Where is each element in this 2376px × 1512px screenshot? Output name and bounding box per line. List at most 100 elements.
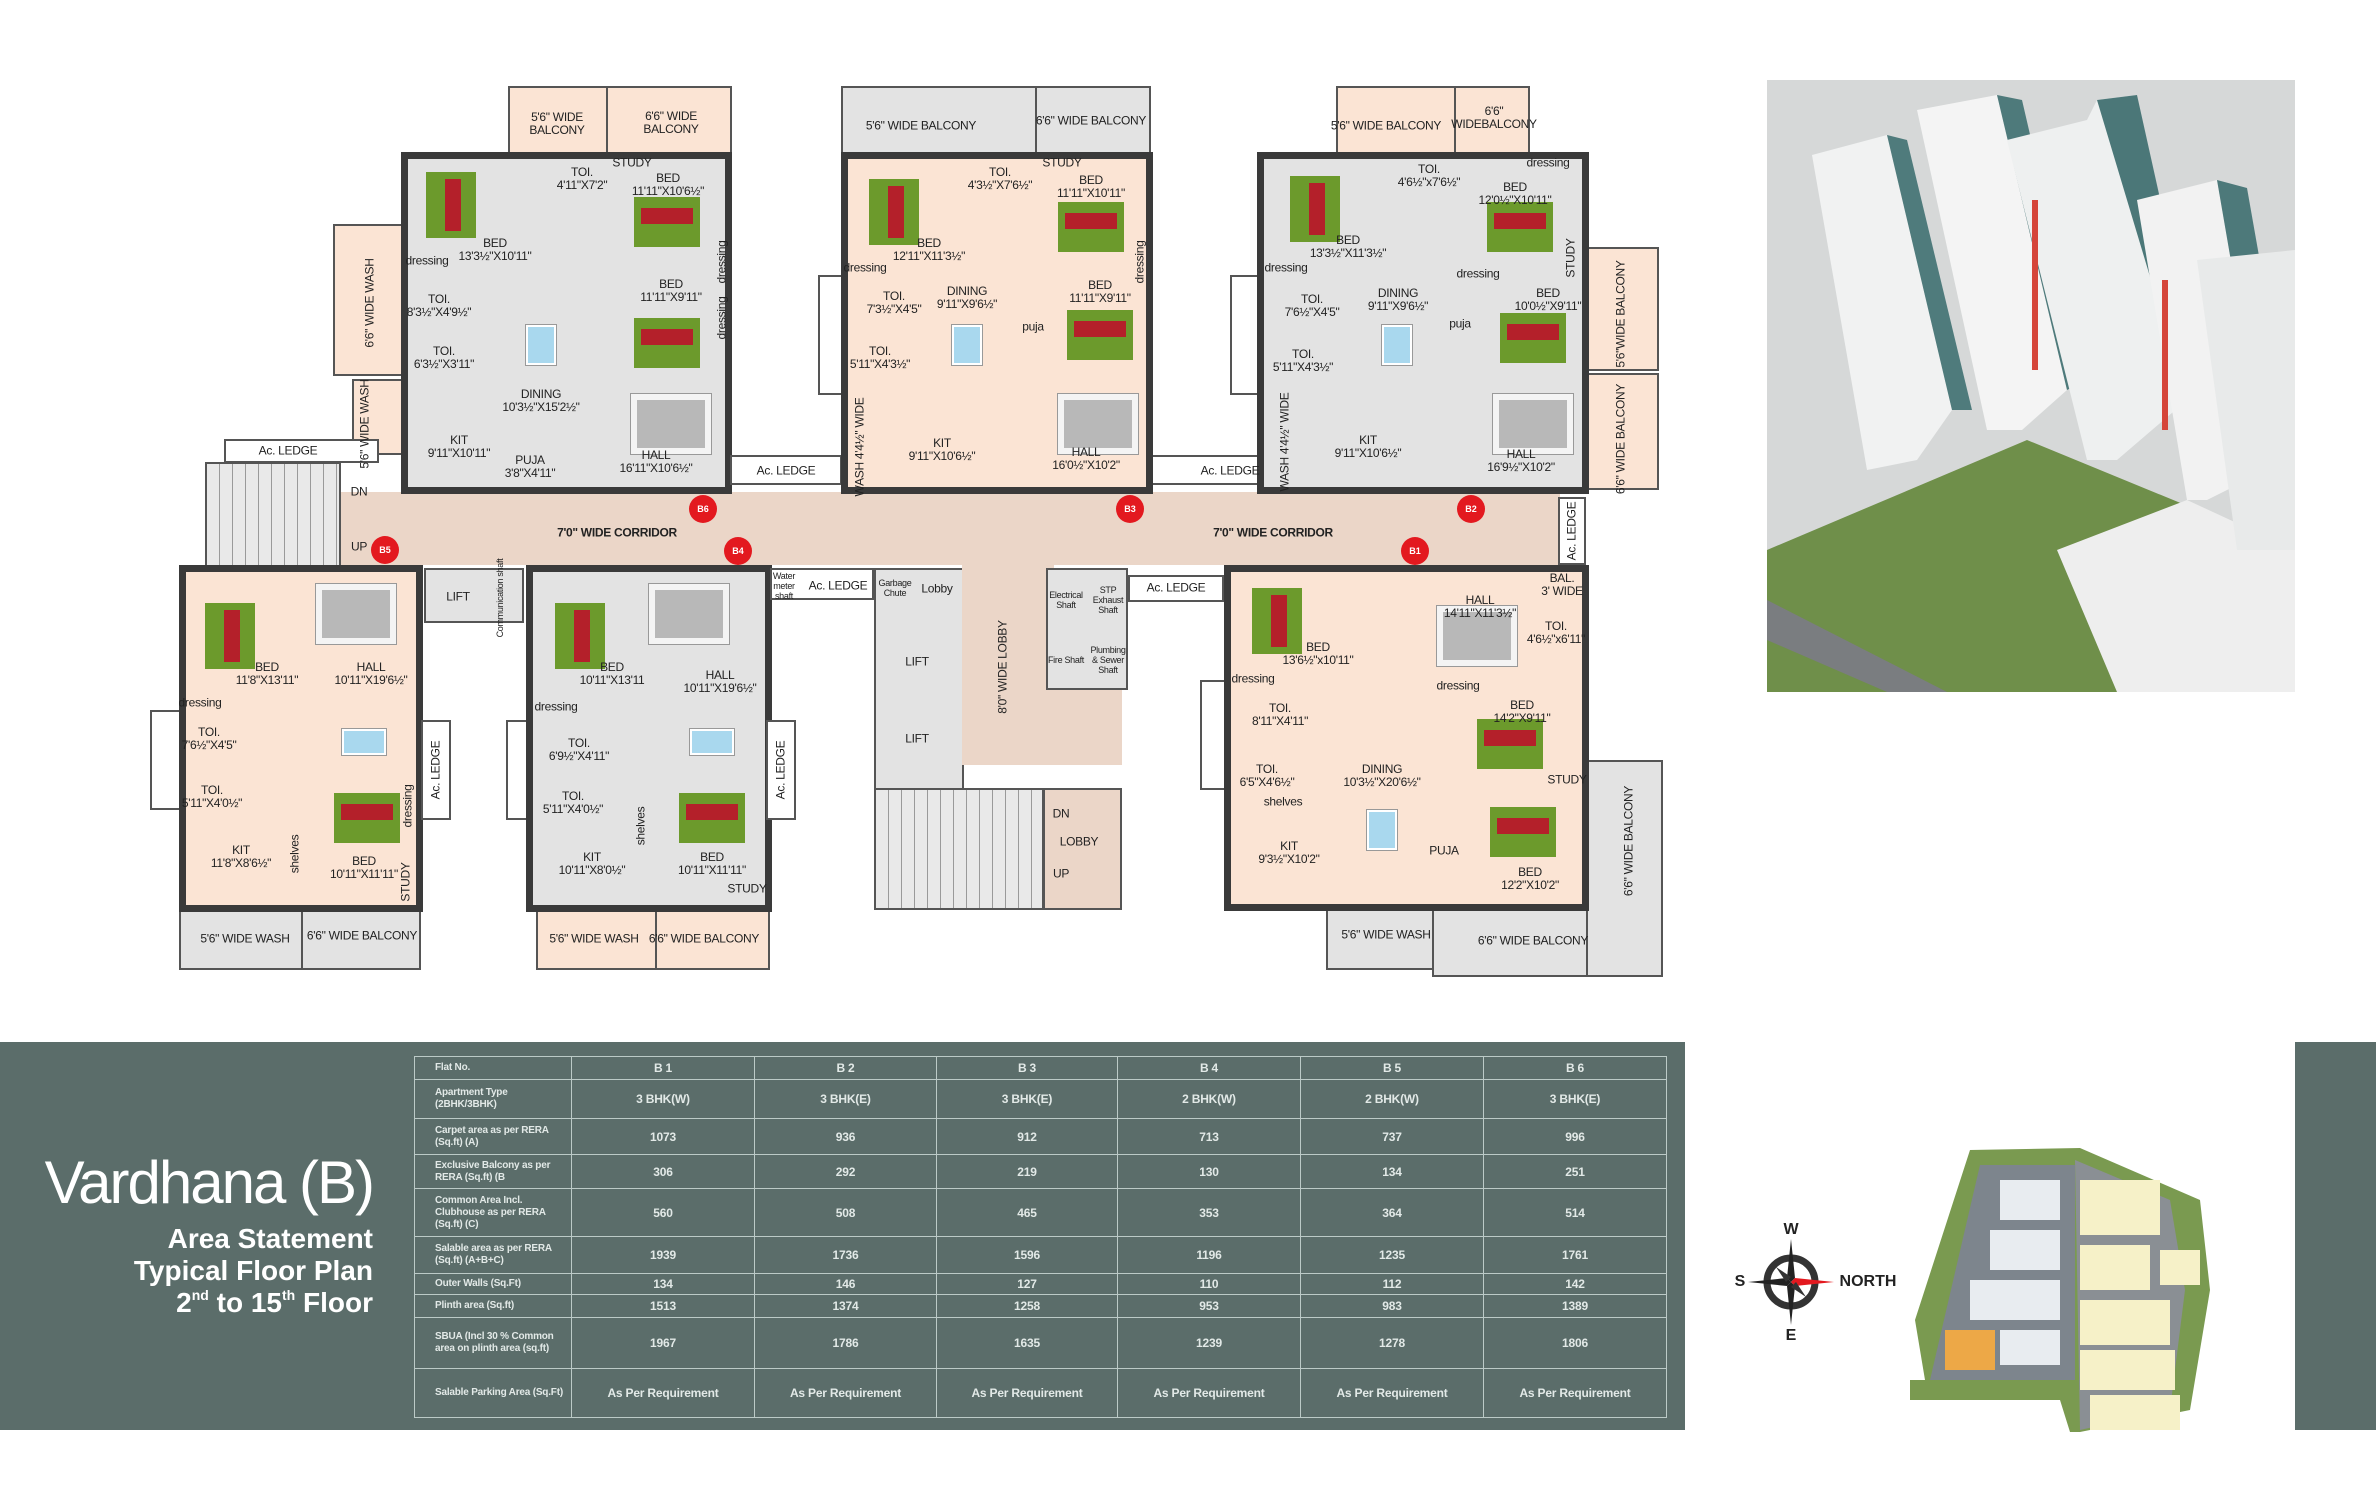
room-name: WASH 4'4½" WIDE [852,397,867,497]
table-cell: 3 BHK(E) [936,1079,1118,1119]
table-cell: As Per Requirement [1483,1368,1667,1418]
room-name: TOI. [428,292,450,306]
sofa-icon [315,583,397,645]
room-name: STUDY [1042,155,1082,170]
room-size: 10'3½"X15'2½" [502,400,580,414]
room-label-b1--wide-balcony: 6'6" WIDE BALCONY [1478,934,1588,948]
room-name: STUDY [398,862,413,902]
room-label-b1-shelves: shelves [1263,794,1303,809]
room-label-b2-dressing: dressing [1264,260,1308,275]
table-cell: 3 BHK(W) [571,1079,755,1119]
row-label: Apartment Type (2BHK/3BHK) [414,1079,572,1119]
room-name: shelves [1263,794,1303,809]
room-size: 8'11"X4'11" [1251,714,1309,728]
floor-to-suffix: th [282,1287,296,1303]
room-size: 16'9½"X10'2" [1487,460,1555,474]
room-label-b3-puja: puja [1022,319,1044,334]
room-size: 3' WIDE [1541,584,1583,598]
room-name: KIT [232,843,250,857]
table-cell: 1786 [754,1317,937,1369]
common-area-label: DN [350,484,368,499]
room-name: TOI. [1292,347,1314,361]
ac-ledge [766,720,796,820]
room-label-b1--wide-wash: 5'6" WIDE WASH [1341,928,1431,942]
render-balconies [2032,200,2168,430]
balcony [1586,373,1659,490]
room-size: 7'6½"X4'5" [1284,305,1340,319]
room-name: dressing [400,784,415,828]
flat-marker-b6: B6 [689,495,717,523]
table-row: Exclusive Balcony as per RERA (Sq.ft) (B… [414,1154,1667,1189]
lobby [1043,788,1122,910]
room-size: 16'0½"X10'2" [1052,458,1120,472]
table-cell: 508 [754,1188,937,1237]
table-cell: 1389 [1483,1294,1667,1318]
common-area-label: Fire Shaft [1047,655,1084,665]
table-cell: 130 [1117,1154,1301,1189]
table-cell: 936 [754,1118,937,1155]
table-cell: 737 [1300,1118,1484,1155]
common-area-label: Water meter shaft [772,571,796,601]
room-name: BED [255,660,279,674]
room-name: TOI. [989,165,1011,179]
room-size: 7'6½"X4'5" [181,738,237,752]
compass-south: S [1734,1273,1746,1290]
room-name: 6'6" WIDEBALCONY [1451,104,1537,131]
common-area-label: 8'0" WIDE LOBBY [995,620,1010,714]
room-label-b3-dressing: dressing [1132,240,1147,284]
table-cell: 127 [936,1273,1118,1295]
table-cell: 134 [571,1273,755,1295]
room-name: PUJA [1429,843,1459,858]
table-cell: 2 BHK(W) [1117,1079,1301,1119]
table-cell: 2 BHK(W) [1300,1079,1484,1119]
bed-icon [1477,719,1543,769]
room-name: dressing [178,695,222,710]
room-name: dressing [1132,240,1147,284]
room-name: BED [659,277,683,291]
table-cell: 1239 [1117,1317,1301,1369]
room-name: 5'6" WIDE WASH [200,931,290,946]
ac-ledge [224,439,379,463]
compass-icon [1748,1239,1834,1325]
table-cell: B 4 [1117,1056,1301,1080]
room-name: KIT [1359,433,1377,447]
table-cell: 112 [1300,1273,1484,1295]
row-label: Exclusive Balcony as per RERA (Sq.ft) (B [414,1154,572,1189]
table-cell: As Per Requirement [1117,1368,1301,1418]
room-size: 11'11"X10'6½" [631,184,705,198]
room-label-b6--wide-wash: 5'6" WIDE WASH [358,379,372,468]
room-name: puja [1022,319,1044,334]
room-size: 4'6½"x6'11" [1526,632,1586,646]
room-name: DINING [520,387,562,401]
room-name: TOI. [1301,292,1323,306]
room-name: dressing [1264,260,1308,275]
room-name: TOI. [869,344,891,358]
room-label-b4-toi-: TOI.5'11"X4'0½" [543,790,604,816]
floor-word: Floor [303,1287,373,1318]
sofa-icon [1436,605,1518,667]
common-area-label: Electrical Shaft [1049,590,1083,610]
wash-area [179,910,303,970]
row-label: Salable Parking Area (Sq.Ft) [414,1368,572,1418]
sofa-icon [1492,393,1574,455]
room-size: 10'11"X8'0½" [558,863,626,877]
room-label-b2--wide-balcony: 6'6" WIDE BALCONY [1614,384,1628,494]
table-cell: 1635 [936,1317,1118,1369]
room-name: DINING [1361,762,1403,776]
room-label-b3-wash-wide: WASH 4'4½" WIDE [852,397,867,497]
room-name: BED [1518,865,1542,879]
room-label-b6-toi-: TOI.4'11"X7'2" [557,166,608,192]
common-area-label: 7'0" WIDE CORRIDOR [1213,525,1333,540]
room-size: 10'0½"X9'11" [1514,299,1582,313]
room-size: 10'11"X11'11" [678,863,746,877]
room-size: 14'2"X9'11" [1493,711,1551,725]
common-area-label: Garbage Chute [878,578,912,598]
room-label-b5-toi-: TOI.5'11"X4'0½" [182,784,243,810]
